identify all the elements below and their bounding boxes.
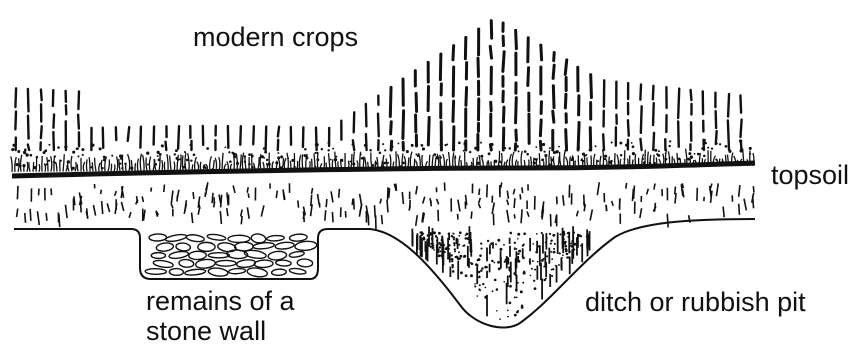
subsoil-stipple (17, 182, 754, 229)
stone-wall-label-line2: stone wall (146, 316, 266, 347)
modern-crops-label: modern crops (193, 22, 358, 53)
stone-wall-label-line1: remains of a (146, 286, 295, 317)
crop-stalks (15, 21, 741, 150)
ditch-label: ditch or rubbish pit (585, 287, 806, 318)
ditch-fill-stipple (412, 226, 589, 320)
stone-wall-remains (145, 233, 317, 278)
topsoil-label: topsoil (771, 160, 849, 191)
